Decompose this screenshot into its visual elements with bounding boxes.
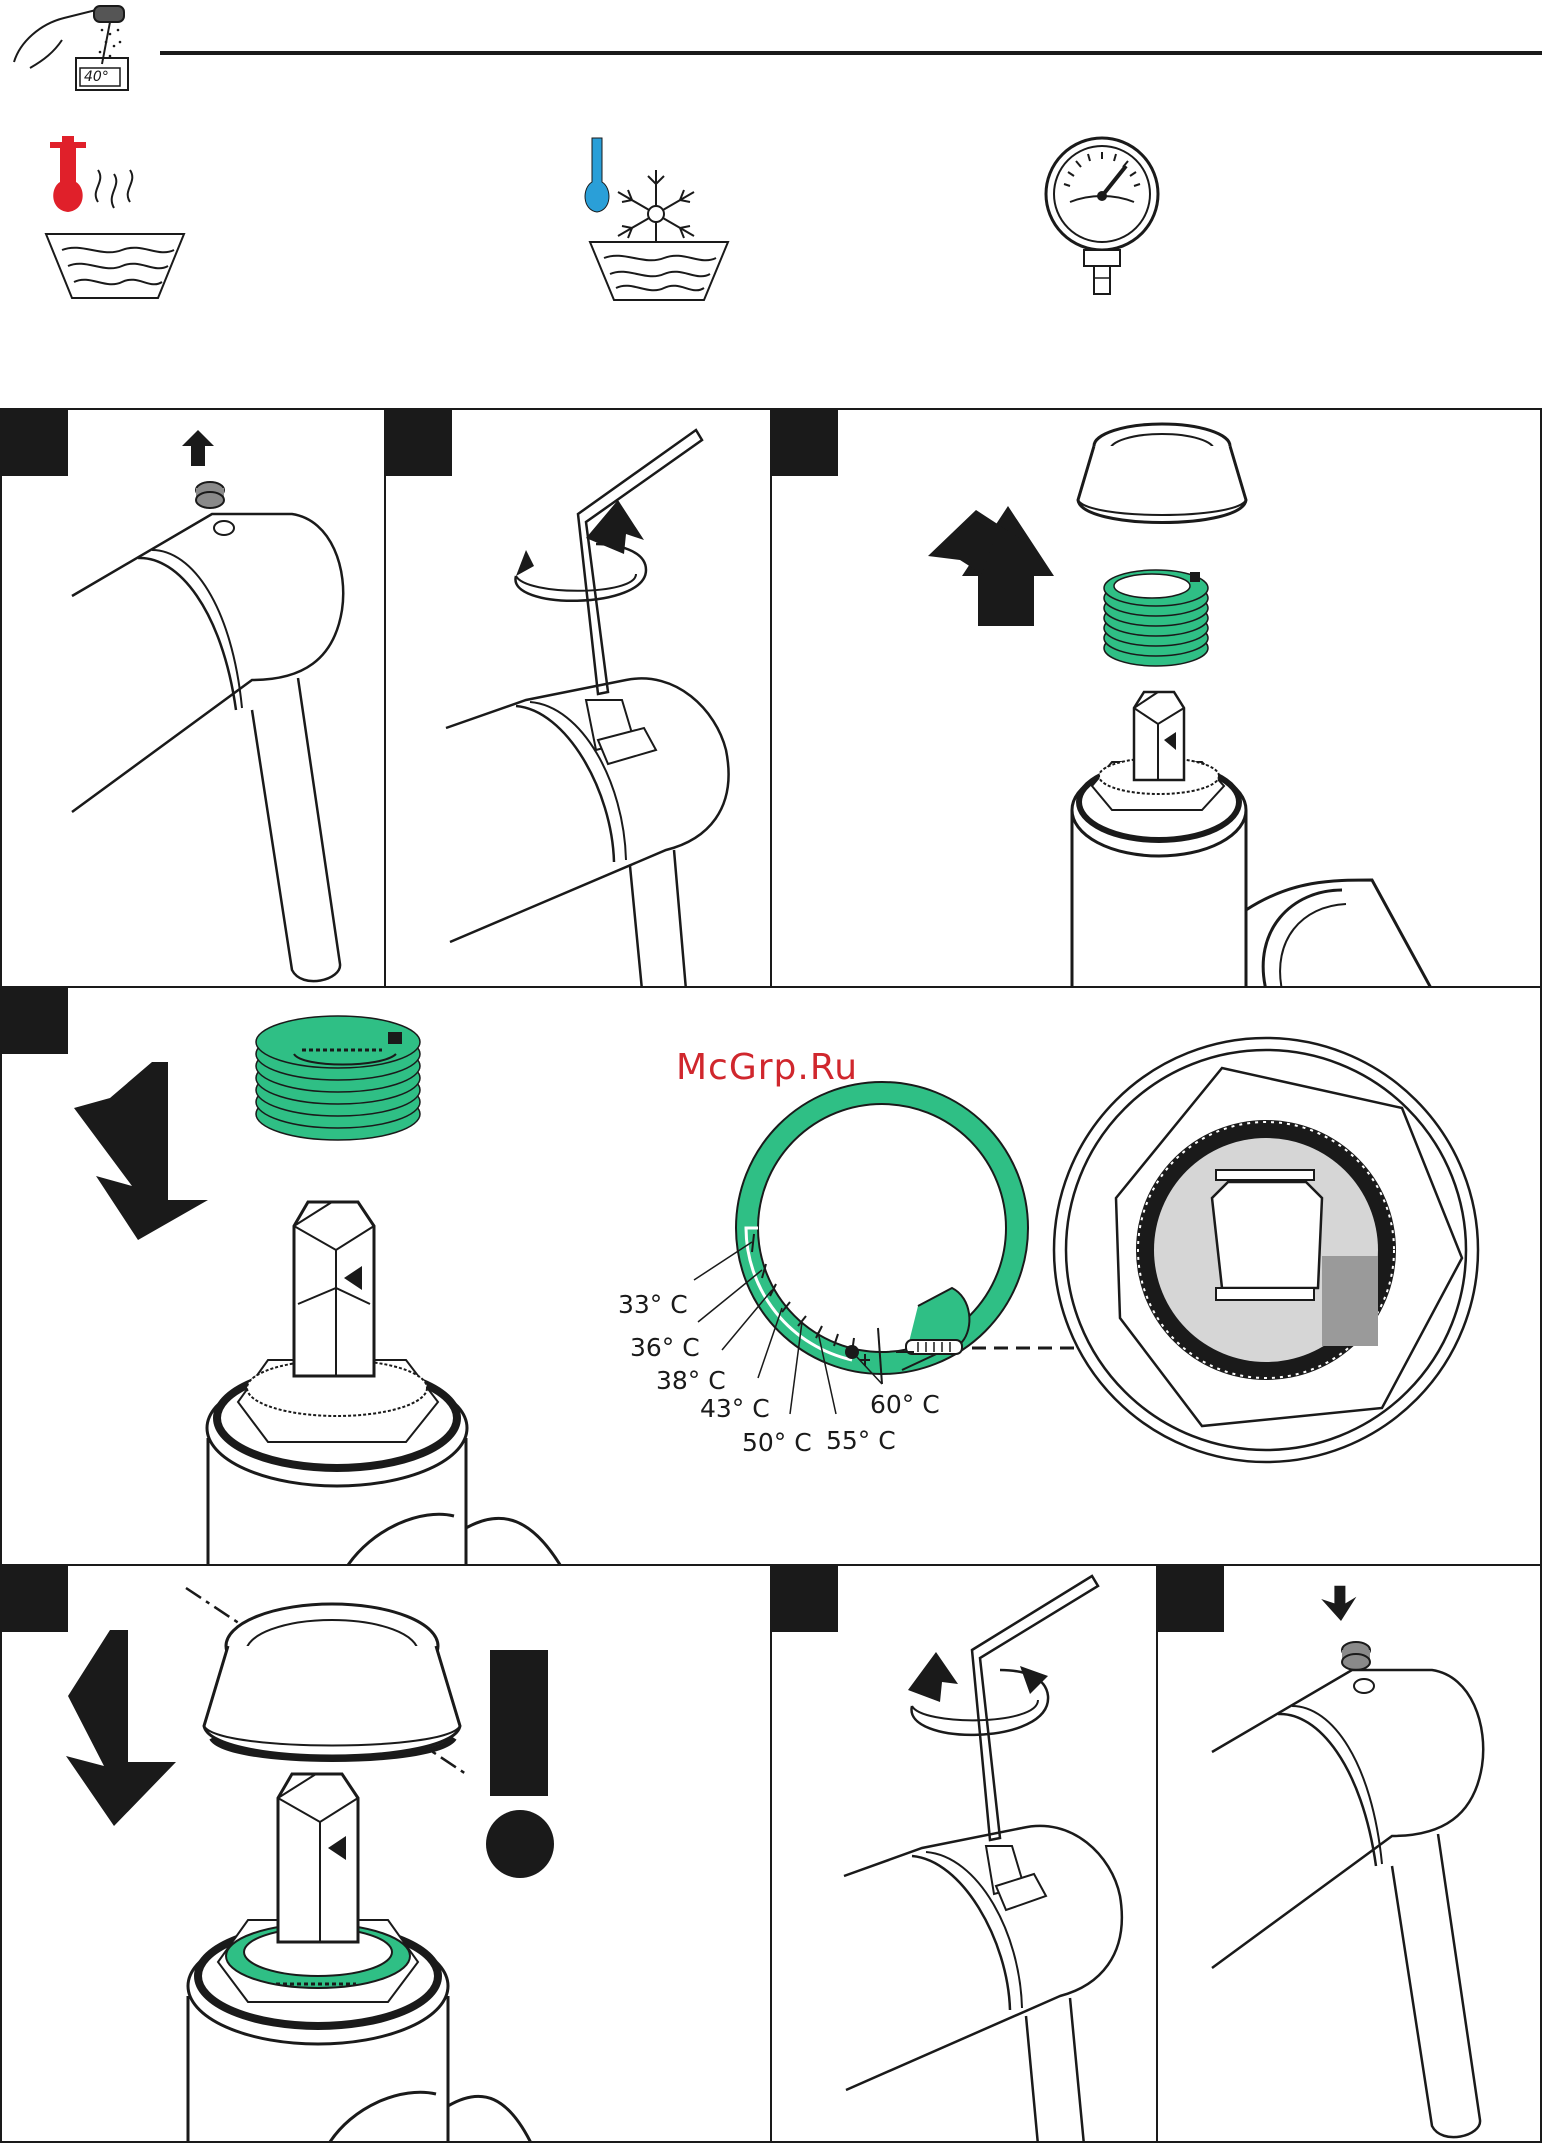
temp-label-60: 60° C: [870, 1390, 940, 1419]
thermometer-display: 40°: [84, 69, 109, 85]
mixer-illustration: [2, 410, 386, 988]
step-3-panel: [770, 408, 1542, 988]
step-6-panel: [770, 1564, 1158, 2143]
cap-install-illustration: [1158, 1566, 1542, 2143]
cold-water-icon: [584, 130, 734, 310]
cover-install-illustration: [2, 1566, 772, 2143]
step-1-panel: [0, 408, 386, 988]
temp-label-43: 43° C: [700, 1394, 770, 1423]
hex-key-tighten-illustration: [772, 1566, 1158, 2143]
step-5-panel: [0, 1564, 772, 2143]
cartridge-illustration: [772, 410, 1542, 988]
watermark: McGrp.Ru: [676, 1047, 858, 1088]
header-rule: [160, 51, 1542, 55]
header: 40°: [0, 0, 1542, 110]
temp-label-33: 33° C: [618, 1290, 688, 1319]
hex-key-illustration: [386, 410, 772, 988]
temp-label-55: 55° C: [826, 1426, 896, 1455]
temp-label-38: 38° C: [656, 1366, 726, 1395]
temp-label-50: 50° C: [742, 1428, 812, 1457]
step-7-panel: [1156, 1564, 1542, 2143]
hot-water-icon: [40, 130, 190, 310]
pressure-gauge-icon: [1040, 134, 1170, 304]
temp-label-36: 36° C: [630, 1333, 700, 1362]
step-2-panel: [384, 408, 772, 988]
hand-shower-thermometer-icon: [10, 2, 130, 92]
